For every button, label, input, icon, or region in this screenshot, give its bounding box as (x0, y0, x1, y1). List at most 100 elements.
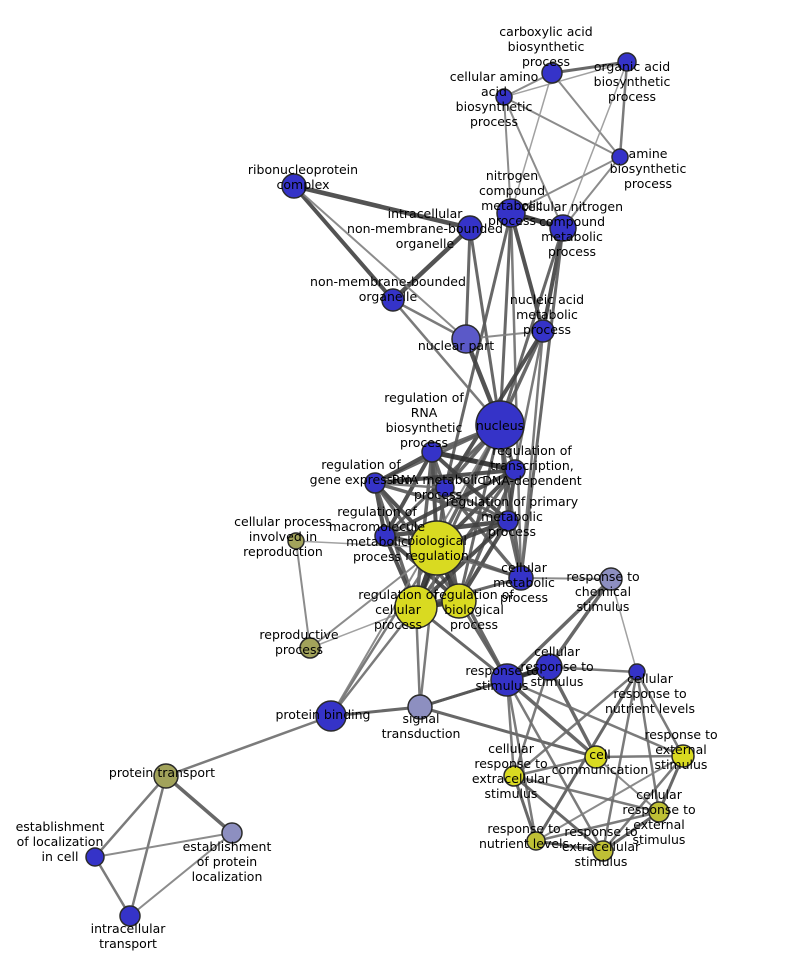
node-bioreg[interactable] (409, 520, 465, 576)
edge-regGeneExp-rnaMet (373, 481, 447, 490)
edge-cellresp-cellnut (547, 665, 639, 674)
node-regRNA[interactable] (421, 441, 443, 463)
edge-resp-extstim (505, 678, 685, 758)
node-amino[interactable] (495, 88, 513, 106)
node-nucleus[interactable] (475, 400, 525, 450)
node-cellmet[interactable] (508, 565, 534, 591)
node-regMacro[interactable] (374, 525, 396, 547)
node-layer (85, 52, 695, 927)
node-cellresp[interactable] (535, 653, 563, 681)
node-regTxn[interactable] (504, 459, 526, 481)
node-sigtrans[interactable] (407, 694, 433, 720)
node-nitro[interactable] (496, 198, 526, 228)
node-res_extra[interactable] (592, 840, 614, 862)
edge-estloc-intratrans (93, 855, 132, 918)
node-nucpart[interactable] (451, 324, 481, 354)
node-regcell[interactable] (394, 585, 438, 629)
edge-regGeneExp-regPrimary (373, 481, 510, 523)
edge-regTxn-regGeneExp (373, 468, 517, 485)
edge-amino-org (503, 61, 628, 98)
edge-chem-cellmet (520, 577, 612, 580)
node-resp[interactable] (490, 663, 524, 697)
node-extstim[interactable] (671, 744, 695, 768)
edge-cres_extra-res_extra (512, 774, 605, 853)
edge-regcell-protbind (329, 605, 418, 718)
edge-cnitro-nucleus (498, 226, 565, 427)
edge-cres_extra-cellcomm (512, 755, 598, 778)
node-amine[interactable] (611, 148, 629, 166)
node-regbio[interactable] (441, 583, 477, 619)
node-repro[interactable] (299, 637, 321, 659)
node-label-prottrans: protein transport (109, 765, 215, 780)
node-intra_org[interactable] (457, 215, 483, 241)
node-cpir[interactable] (287, 532, 305, 550)
node-protbind[interactable] (315, 700, 347, 732)
edge-intra_org-nucpart (464, 226, 472, 341)
node-cellcomm[interactable] (584, 745, 608, 769)
node-cres_extra[interactable] (503, 765, 525, 787)
edge-rnaMet-cellmet (443, 486, 523, 580)
edge-org-cnitro (562, 61, 628, 229)
edge-intra_org-nucleus (468, 226, 502, 427)
node-prottrans[interactable] (153, 763, 179, 789)
edge-prottrans-estprot (164, 774, 234, 835)
node-estprot[interactable] (221, 822, 243, 844)
node-estloc[interactable] (85, 847, 105, 867)
node-cres_ext[interactable] (648, 801, 670, 823)
node-carb[interactable] (541, 62, 563, 84)
node-nutlev[interactable] (526, 831, 546, 851)
node-cnitro[interactable] (549, 214, 577, 242)
edge-cpir-repro (295, 540, 311, 649)
edge-rnp-nucpart (293, 185, 467, 340)
edge-intra_org-nmb_org (390, 225, 473, 303)
edge-cellcomm-cres_ext (595, 756, 660, 813)
edge-cellnut-extstim (635, 670, 685, 758)
node-rnp[interactable] (281, 173, 307, 199)
node-chem[interactable] (599, 567, 623, 591)
edge-regRNA-regTxn (429, 449, 518, 473)
edge-amine-nitro (510, 156, 621, 214)
node-rnaMet[interactable] (435, 478, 455, 498)
edge-nucleic-regTxn (513, 329, 545, 472)
edge-cellnut-cres_extra (512, 670, 639, 778)
node-regPrimary[interactable] (497, 510, 519, 532)
edge-rnp-nmb_org (292, 184, 395, 302)
edge-cellresp-cellcomm (547, 665, 598, 759)
edge-rnp-intra_org (291, 183, 473, 231)
node-regGeneExp[interactable] (364, 472, 386, 494)
node-org[interactable] (617, 52, 637, 72)
node-nucleic[interactable] (531, 319, 555, 343)
edge-protbind-prottrans (164, 714, 333, 778)
edge-estloc-estprot (94, 832, 233, 858)
edge-amino-nitro (503, 96, 512, 214)
edge-carb-nitro (510, 72, 553, 214)
node-nmb_org[interactable] (381, 288, 405, 312)
node-cellnut[interactable] (628, 663, 646, 681)
node-intratrans[interactable] (119, 905, 141, 927)
edge-sigtrans-cellcomm (418, 705, 598, 759)
edge-cellresp-cres_extra (512, 665, 551, 778)
edge-nitro-nucleus (498, 211, 513, 427)
